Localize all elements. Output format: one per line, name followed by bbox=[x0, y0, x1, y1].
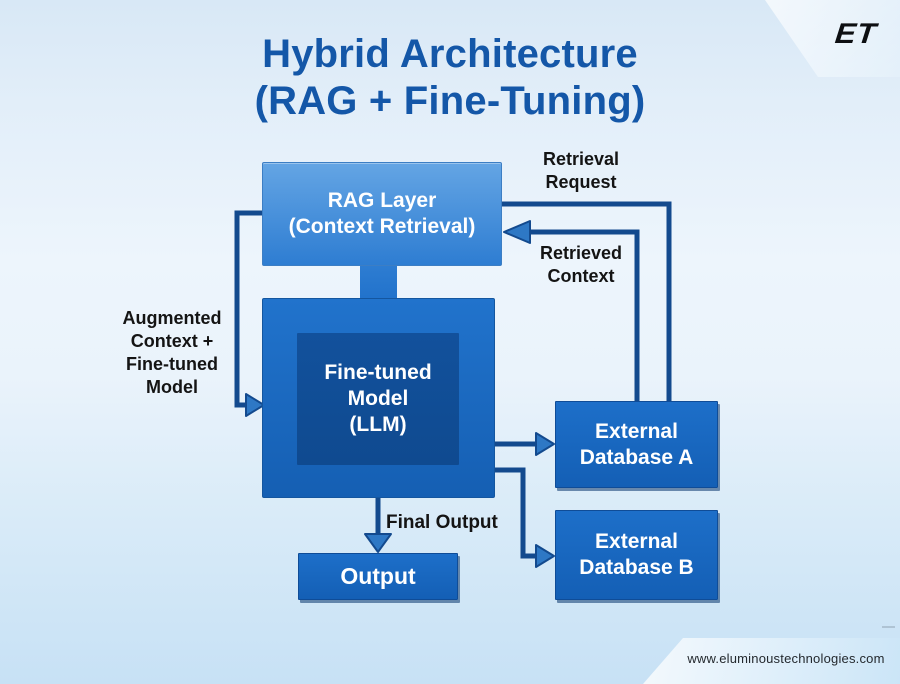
label-retrieval-request: Retrieval Request bbox=[542, 149, 620, 192]
arrow-llm-to-db-a bbox=[495, 432, 555, 456]
node-external-database-a: External Database A bbox=[555, 401, 718, 488]
label-retrieved-context: Retrieved Context bbox=[539, 243, 623, 286]
arrow-retrieved-context bbox=[503, 220, 640, 401]
footer-band: www.eluminoustechnologies.com bbox=[643, 638, 900, 684]
arrow-llm-to-db-b bbox=[495, 467, 555, 568]
footer-url: www.eluminoustechnologies.com bbox=[687, 651, 885, 666]
node-external-database-b: External Database B bbox=[555, 510, 718, 600]
arrow-augmented-context bbox=[234, 210, 265, 417]
label-final-output: Final Output bbox=[386, 512, 498, 533]
arrow-final-output bbox=[364, 498, 392, 553]
title-line-1: Hybrid Architecture bbox=[262, 32, 638, 76]
node-output: Output bbox=[298, 553, 458, 600]
footer-dash-decoration bbox=[882, 626, 895, 628]
arrow-retrieval-request bbox=[501, 201, 672, 401]
rag-llm-connector bbox=[360, 264, 397, 300]
page-title: Hybrid Architecture (RAG + Fine-Tuning) bbox=[0, 31, 900, 125]
node-fine-tuned-model: Fine-tuned Model (LLM) bbox=[297, 333, 459, 465]
label-augmented-context: Augmented Context + Fine-tuned Model bbox=[122, 308, 222, 397]
node-rag-layer: RAG Layer (Context Retrieval) bbox=[262, 162, 502, 266]
title-line-2: (RAG + Fine-Tuning) bbox=[254, 79, 646, 123]
